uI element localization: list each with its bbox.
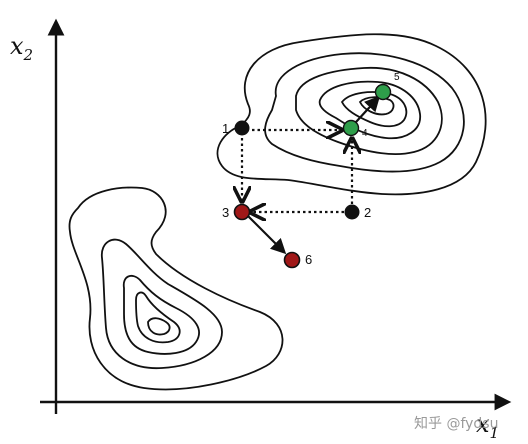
contour-lower-4 bbox=[135, 291, 181, 344]
contour-lower-2 bbox=[101, 238, 223, 369]
arrow-3-to-6 bbox=[247, 215, 287, 255]
point-5 bbox=[374, 83, 392, 101]
contour-upper-3 bbox=[295, 66, 443, 155]
contour-upper-2 bbox=[264, 52, 465, 173]
point-3 bbox=[233, 203, 251, 221]
arrow-4-to-5 bbox=[355, 95, 381, 123]
search-paths bbox=[242, 130, 352, 212]
point-2 bbox=[344, 204, 360, 220]
x-axis-label: x1 bbox=[476, 410, 499, 442]
y-axis-label: x2 bbox=[10, 32, 33, 64]
point-6-label: 6 bbox=[305, 252, 312, 267]
contour-lower-3 bbox=[122, 274, 200, 355]
contour-lower-inner bbox=[147, 317, 171, 336]
points bbox=[233, 83, 392, 269]
point-4-label: 4 bbox=[362, 128, 368, 139]
upper-contours bbox=[216, 33, 487, 196]
contour-lower-outer bbox=[68, 186, 284, 391]
point-1 bbox=[234, 120, 250, 136]
contour-upper-5 bbox=[340, 91, 408, 128]
point-3-label: 3 bbox=[222, 205, 229, 220]
gradient-steps bbox=[247, 95, 381, 255]
point-5-label: 5 bbox=[394, 72, 400, 83]
point-6 bbox=[283, 251, 301, 269]
watermark: 知乎 @fydsu bbox=[414, 415, 498, 432]
contour-upper-outer bbox=[216, 33, 487, 196]
lower-contours bbox=[68, 186, 284, 391]
point-2-label: 2 bbox=[364, 205, 371, 220]
contour-upper-4 bbox=[318, 80, 421, 140]
point-1-label: 1 bbox=[222, 121, 229, 136]
point-4 bbox=[342, 119, 360, 137]
